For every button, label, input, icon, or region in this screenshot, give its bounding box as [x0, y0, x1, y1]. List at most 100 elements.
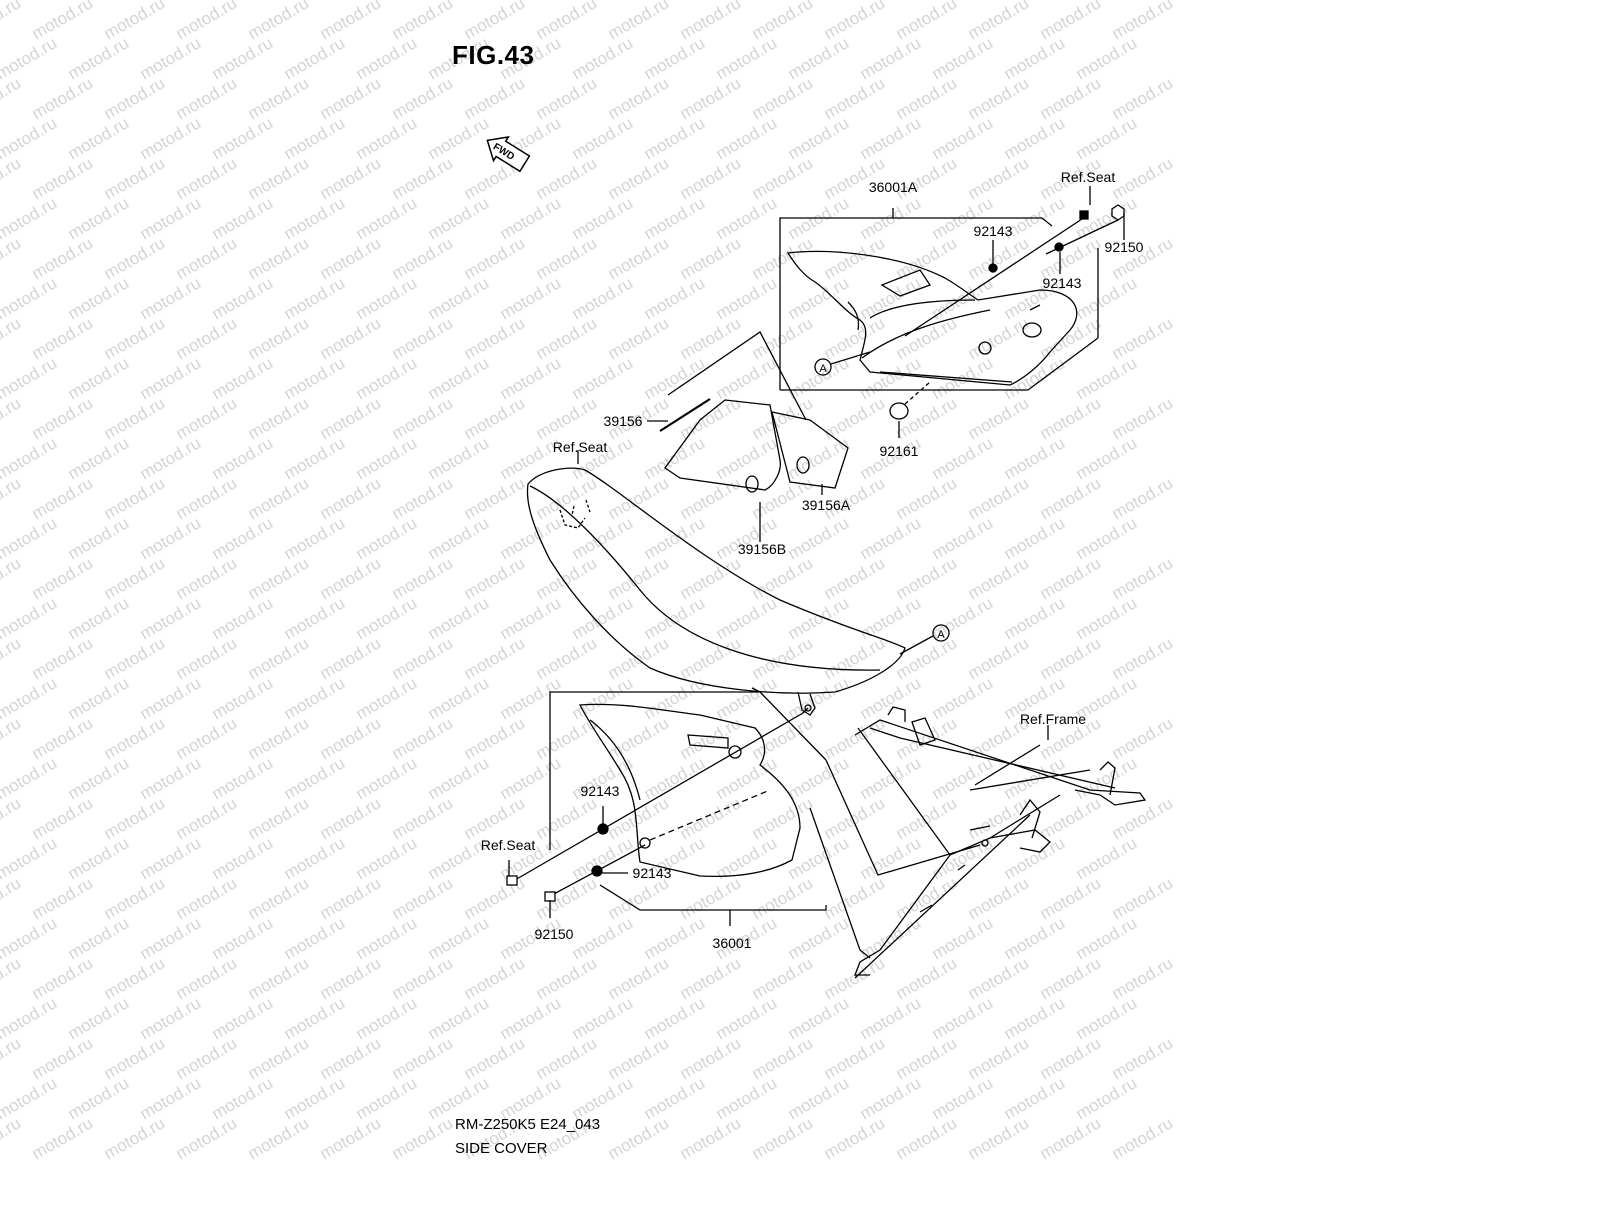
watermark-text: motod.ru: [677, 713, 745, 763]
watermark-text: motod.ru: [605, 0, 673, 43]
watermark-text: motod.ru: [1001, 593, 1069, 643]
watermark-text: motod.ru: [533, 233, 601, 283]
watermark-text: motod.ru: [497, 353, 565, 403]
watermark-text: motod.ru: [29, 153, 97, 203]
watermark-text: motod.ru: [785, 593, 853, 643]
watermark-text: motod.ru: [785, 513, 853, 563]
watermark-text: motod.ru: [425, 433, 493, 483]
watermark-text: motod.ru: [605, 793, 673, 843]
watermark-text: motod.ru: [461, 0, 529, 43]
watermark-text: motod.ru: [857, 833, 925, 883]
watermark-text: motod.ru: [749, 393, 817, 443]
watermark-text: motod.ru: [641, 353, 709, 403]
callout-92161: 92161: [880, 443, 919, 459]
watermark-text: motod.ru: [65, 273, 133, 323]
watermark-text: motod.ru: [281, 433, 349, 483]
watermark-text: motod.ru: [137, 993, 205, 1043]
bracket-36001a-bottom: [780, 337, 1099, 391]
watermark-text: motod.ru: [641, 113, 709, 163]
watermark-text: motod.ru: [929, 993, 997, 1043]
reference-mark-a-top: [814, 358, 832, 376]
watermark-text: motod.ru: [173, 473, 241, 523]
watermark-text: motod.ru: [353, 113, 421, 163]
watermark-text: motod.ru: [929, 1073, 997, 1123]
watermark-text: motod.ru: [29, 393, 97, 443]
watermark-text: motod.ru: [1073, 753, 1141, 803]
watermark-text: motod.ru: [317, 73, 385, 123]
watermark-text: motod.ru: [1037, 873, 1105, 923]
watermark-text: motod.ru: [101, 153, 169, 203]
watermark-text: motod.ru: [461, 1033, 529, 1083]
watermark-text: motod.ru: [209, 193, 277, 243]
callout-92150-top: 92150: [1105, 239, 1144, 255]
watermark-text: motod.ru: [713, 1073, 781, 1123]
watermark-text: motod.ru: [317, 393, 385, 443]
watermark-text: motod.ru: [461, 393, 529, 443]
watermark-text: motod.ru: [137, 673, 205, 723]
watermark-text: motod.ru: [1109, 1033, 1177, 1083]
watermark-text: motod.ru: [461, 73, 529, 123]
watermark-text: motod.ru: [677, 793, 745, 843]
watermark-text: motod.ru: [0, 473, 24, 523]
watermark-text: motod.ru: [173, 393, 241, 443]
watermark-text: motod.ru: [965, 953, 1033, 1003]
watermark-text: motod.ru: [749, 1113, 817, 1163]
watermark-text: motod.ru: [605, 1033, 673, 1083]
watermark-text: motod.ru: [281, 913, 349, 963]
watermark-text: motod.ru: [857, 753, 925, 803]
side-cover-36001a: [786, 250, 1078, 386]
watermark-text: motod.ru: [749, 73, 817, 123]
watermark-text: motod.ru: [0, 0, 24, 43]
watermark-text: motod.ru: [173, 793, 241, 843]
watermark-text: motod.ru: [1109, 73, 1177, 123]
watermark-text: motod.ru: [1001, 353, 1069, 403]
callout-92143-top: 92143: [974, 223, 1013, 239]
watermark-text: motod.ru: [137, 753, 205, 803]
watermark-text: motod.ru: [713, 593, 781, 643]
watermark-text: motod.ru: [353, 753, 421, 803]
watermark-text: motod.ru: [65, 513, 133, 563]
watermark-text: motod.ru: [101, 553, 169, 603]
watermark-text: motod.ru: [317, 1033, 385, 1083]
watermark-text: motod.ru: [245, 873, 313, 923]
watermark-text: motod.ru: [1073, 273, 1141, 323]
watermark-text: motod.ru: [317, 313, 385, 363]
watermark-text: motod.ru: [209, 353, 277, 403]
watermark-text: motod.ru: [245, 153, 313, 203]
reference-mark-a-bottom: [932, 624, 950, 642]
collar-92161: [889, 402, 909, 420]
watermark-text: motod.ru: [65, 353, 133, 403]
watermark-text: motod.ru: [893, 1033, 961, 1083]
watermark-text: motod.ru: [389, 393, 457, 443]
watermark-text: motod.ru: [1109, 473, 1177, 523]
grommet-92143-a: [988, 263, 998, 273]
watermark-text: motod.ru: [1109, 313, 1177, 363]
watermark-text: motod.ru: [245, 953, 313, 1003]
watermark-text: motod.ru: [605, 553, 673, 603]
watermark-text: motod.ru: [965, 313, 1033, 363]
watermark-text: motod.ru: [785, 273, 853, 323]
watermark-text: motod.ru: [821, 233, 889, 283]
watermark-text: motod.ru: [65, 753, 133, 803]
watermark-text: motod.ru: [173, 1113, 241, 1163]
watermark-text: motod.ru: [785, 433, 853, 483]
watermark-text: motod.ru: [677, 0, 745, 43]
watermark-text: motod.ru: [29, 633, 97, 683]
watermark-text: motod.ru: [641, 1073, 709, 1123]
watermark-text: motod.ru: [677, 873, 745, 923]
watermark-text: motod.ru: [1001, 33, 1069, 83]
watermark-text: motod.ru: [425, 513, 493, 563]
watermark-text: motod.ru: [0, 153, 24, 203]
watermark-text: motod.ru: [1037, 1033, 1105, 1083]
watermark-text: motod.ru: [281, 513, 349, 563]
watermark-text: motod.ru: [281, 1073, 349, 1123]
watermark-text: motod.ru: [245, 0, 313, 43]
watermark-text: motod.ru: [569, 113, 637, 163]
watermark-text: motod.ru: [173, 953, 241, 1003]
watermark-text: motod.ru: [389, 553, 457, 603]
watermark-text: motod.ru: [821, 953, 889, 1003]
watermark-text: motod.ru: [821, 553, 889, 603]
watermark-text: motod.ru: [569, 193, 637, 243]
watermark-text: motod.ru: [821, 793, 889, 843]
